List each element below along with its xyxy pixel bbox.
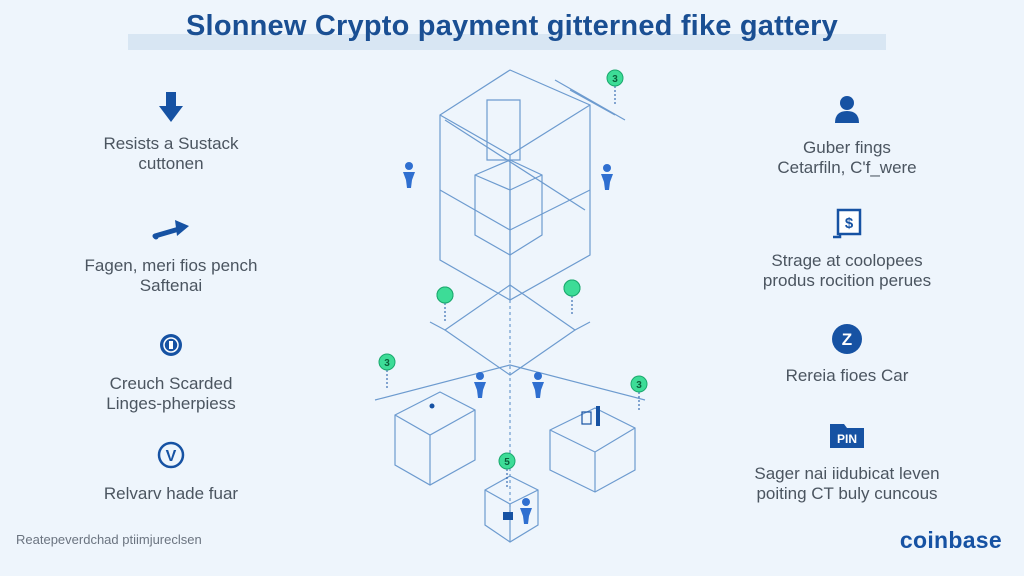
step-marker <box>436 286 454 304</box>
tower-diagonal-beam <box>444 119 586 211</box>
node-dot <box>429 403 435 409</box>
feature-right-1: Guber fings Cetarfiln, C'f_were <box>717 94 977 178</box>
user-icon <box>717 94 977 128</box>
z-coin-label: Z <box>842 330 852 349</box>
step-marker: 3 <box>606 69 624 106</box>
feature-right-3: Z Rereia fioes Car <box>717 322 977 386</box>
left-box <box>394 391 476 486</box>
arrow-down-icon <box>41 90 301 124</box>
wallet-icon <box>503 512 513 520</box>
feature-left-1-line2: cuttonen <box>138 154 204 173</box>
marker-badge <box>630 375 648 393</box>
svg-text:$: $ <box>845 215 854 232</box>
bottom-cube-edges <box>484 489 539 542</box>
person-icon <box>474 372 486 398</box>
device-icon <box>596 406 600 426</box>
person-icon <box>532 372 544 398</box>
tower-inner-cube-edges <box>474 174 543 255</box>
money-document-icon: $ <box>717 207 977 241</box>
isometric-payment-diagram: 3EG353 <box>374 69 648 543</box>
feature-left-4-line1: Relvarv hade fuar <box>103 484 239 503</box>
feature-left-2: Fagen, meri fios pench Saftenai <box>41 212 301 296</box>
marker-badge <box>436 286 454 304</box>
tower-outline <box>439 69 591 301</box>
right-box <box>549 407 636 493</box>
coinbase-logo[interactable]: coinbase <box>899 527 1002 553</box>
feature-left-1-line1: Resists a Sustack <box>103 134 239 153</box>
badge-icon <box>41 330 301 364</box>
feature-right-2-line2: produs rocition perues <box>762 271 932 290</box>
diagram-structure <box>374 69 646 543</box>
marker-label: 3 <box>636 380 642 391</box>
card-icon <box>581 411 592 425</box>
step-marker <box>563 279 581 297</box>
marker-badge <box>378 353 396 371</box>
z-coin-icon: Z <box>717 322 977 356</box>
feature-right-4-line1: Sager nai iidubicat leven <box>754 464 940 483</box>
step-marker: 3 <box>630 375 648 412</box>
person-icon <box>520 498 532 524</box>
marker-layer: 3EG353 <box>378 69 648 489</box>
verified-v-icon: V <box>41 440 301 474</box>
step-marker: 3 <box>378 353 396 390</box>
feature-right-1-line2: Cetarfiln, C'f_were <box>777 158 917 177</box>
lower-beams <box>374 364 646 401</box>
tower-top-edge <box>439 104 591 156</box>
platform-connectors <box>429 321 591 331</box>
feature-right-4-line2: poiting CT buly cuncous <box>756 484 938 503</box>
marker-badge <box>606 69 624 87</box>
tower-mid-band <box>439 189 591 231</box>
title-highlight-band <box>128 34 886 50</box>
arrow-right-icon <box>41 212 301 246</box>
feature-left-1: Resists a Sustack cuttonen <box>41 90 301 174</box>
feature-left-4: V Relvarv hade fuar <box>41 440 301 504</box>
feature-left-2-line2: Saftenai <box>139 276 203 295</box>
marker-badge <box>563 279 581 297</box>
marker-label: 3 <box>384 358 390 369</box>
tower-guide-lines <box>554 79 626 121</box>
pin-card-label: PIN <box>837 432 857 446</box>
pin-card-icon: PIN <box>717 420 977 454</box>
verified-v-label: V <box>166 448 177 465</box>
marker-label: 3 <box>612 74 618 85</box>
feature-right-2: $ Strage at coolopees produs rocition pe… <box>717 207 977 291</box>
person-icon <box>601 164 613 190</box>
step-marker: 5 <box>498 452 516 489</box>
feature-right-2-line1: Strage at coolopees <box>771 251 923 270</box>
feature-left-3: Creuch Scarded Linges-pherpiess <box>41 330 301 414</box>
feature-left-2-line1: Fagen, meri fios pench <box>84 256 258 275</box>
marker-badge <box>498 452 516 470</box>
page-title: Slonnew Crypto payment gitterned fike ga… <box>186 10 838 42</box>
left-box-edges <box>394 409 476 485</box>
right-box-edges <box>549 427 636 492</box>
marker-label: 5 <box>504 457 510 468</box>
feature-right-3-line1: Rereia fioes Car <box>785 366 909 385</box>
people-layer <box>403 162 613 524</box>
feature-right-4: PIN Sager nai iidubicat leven poiting CT… <box>717 420 977 504</box>
bottom-cube <box>484 475 539 543</box>
tower-inner-cube <box>474 159 543 256</box>
footer-note: Reatepeverdchad ptiimjureclsen <box>16 532 202 547</box>
feature-right-1-line1: Guber fings <box>803 138 891 157</box>
feature-left-3-line2: Linges-pherpiess <box>106 394 236 413</box>
person-icon <box>403 162 415 188</box>
feature-left-3-line1: Creuch Scarded <box>109 374 233 393</box>
tower-panel <box>486 99 521 161</box>
